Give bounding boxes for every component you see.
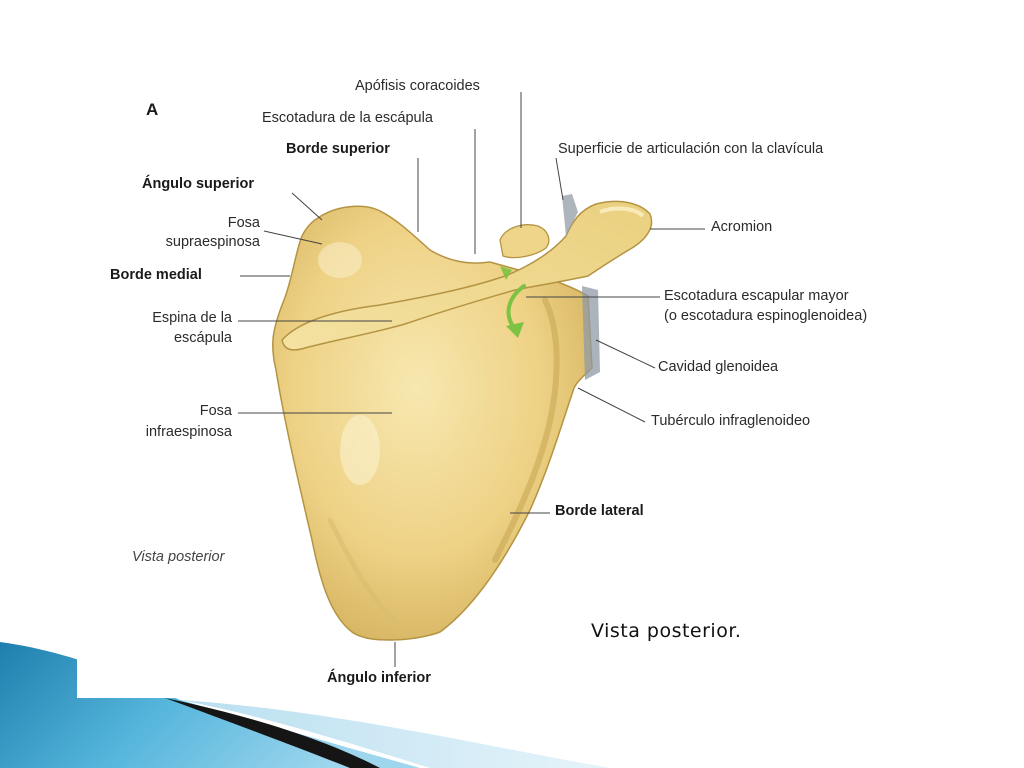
label-superficie-articulacion: Superficie de articulación con la clavíc…	[558, 141, 824, 157]
label-angulo-superior: Ángulo superior	[142, 176, 254, 192]
view-note: Vista posterior	[132, 549, 225, 565]
scapula-illustration	[271, 194, 653, 641]
coracoid-process	[499, 224, 550, 259]
label-escotadura-mayor-1: Escotadura escapular mayor	[664, 288, 849, 304]
label-tuberculo-infraglenoideo: Tubérculo infraglenoideo	[651, 413, 811, 429]
label-cavidad-glenoidea: Cavidad glenoidea	[658, 359, 779, 375]
label-borde-superior: Borde superior	[286, 141, 390, 157]
label-apofisis-coracoides: Apófisis coracoides	[355, 78, 480, 94]
scapular-spine	[281, 200, 653, 351]
label-escotadura-mayor-2: (o escotadura espinoglenoidea)	[664, 308, 868, 324]
label-fosa-infraespinosa-2: infraespinosa	[145, 424, 232, 440]
glenoid-rim	[582, 286, 600, 380]
label-borde-lateral: Borde lateral	[555, 503, 644, 519]
label-espina-2: escápula	[173, 330, 232, 346]
slide-caption: Vista posterior.	[591, 620, 742, 642]
label-escotadura-escapula: Escotadura de la escápula	[262, 110, 433, 126]
label-acromion: Acromion	[711, 219, 773, 235]
label-angulo-inferior: Ángulo inferior	[327, 670, 431, 686]
bottom-swoosh	[0, 642, 610, 768]
label-espina-1: Espina de la	[152, 310, 232, 326]
panel-letter: A	[146, 100, 159, 119]
label-fosa-supraespinosa-1: Fosa	[227, 215, 260, 231]
leader-lines	[238, 92, 705, 667]
label-fosa-supraespinosa-2: supraespinosa	[165, 234, 260, 250]
label-borde-medial: Borde medial	[110, 267, 202, 283]
label-fosa-infraespinosa-1: Fosa	[199, 403, 232, 419]
